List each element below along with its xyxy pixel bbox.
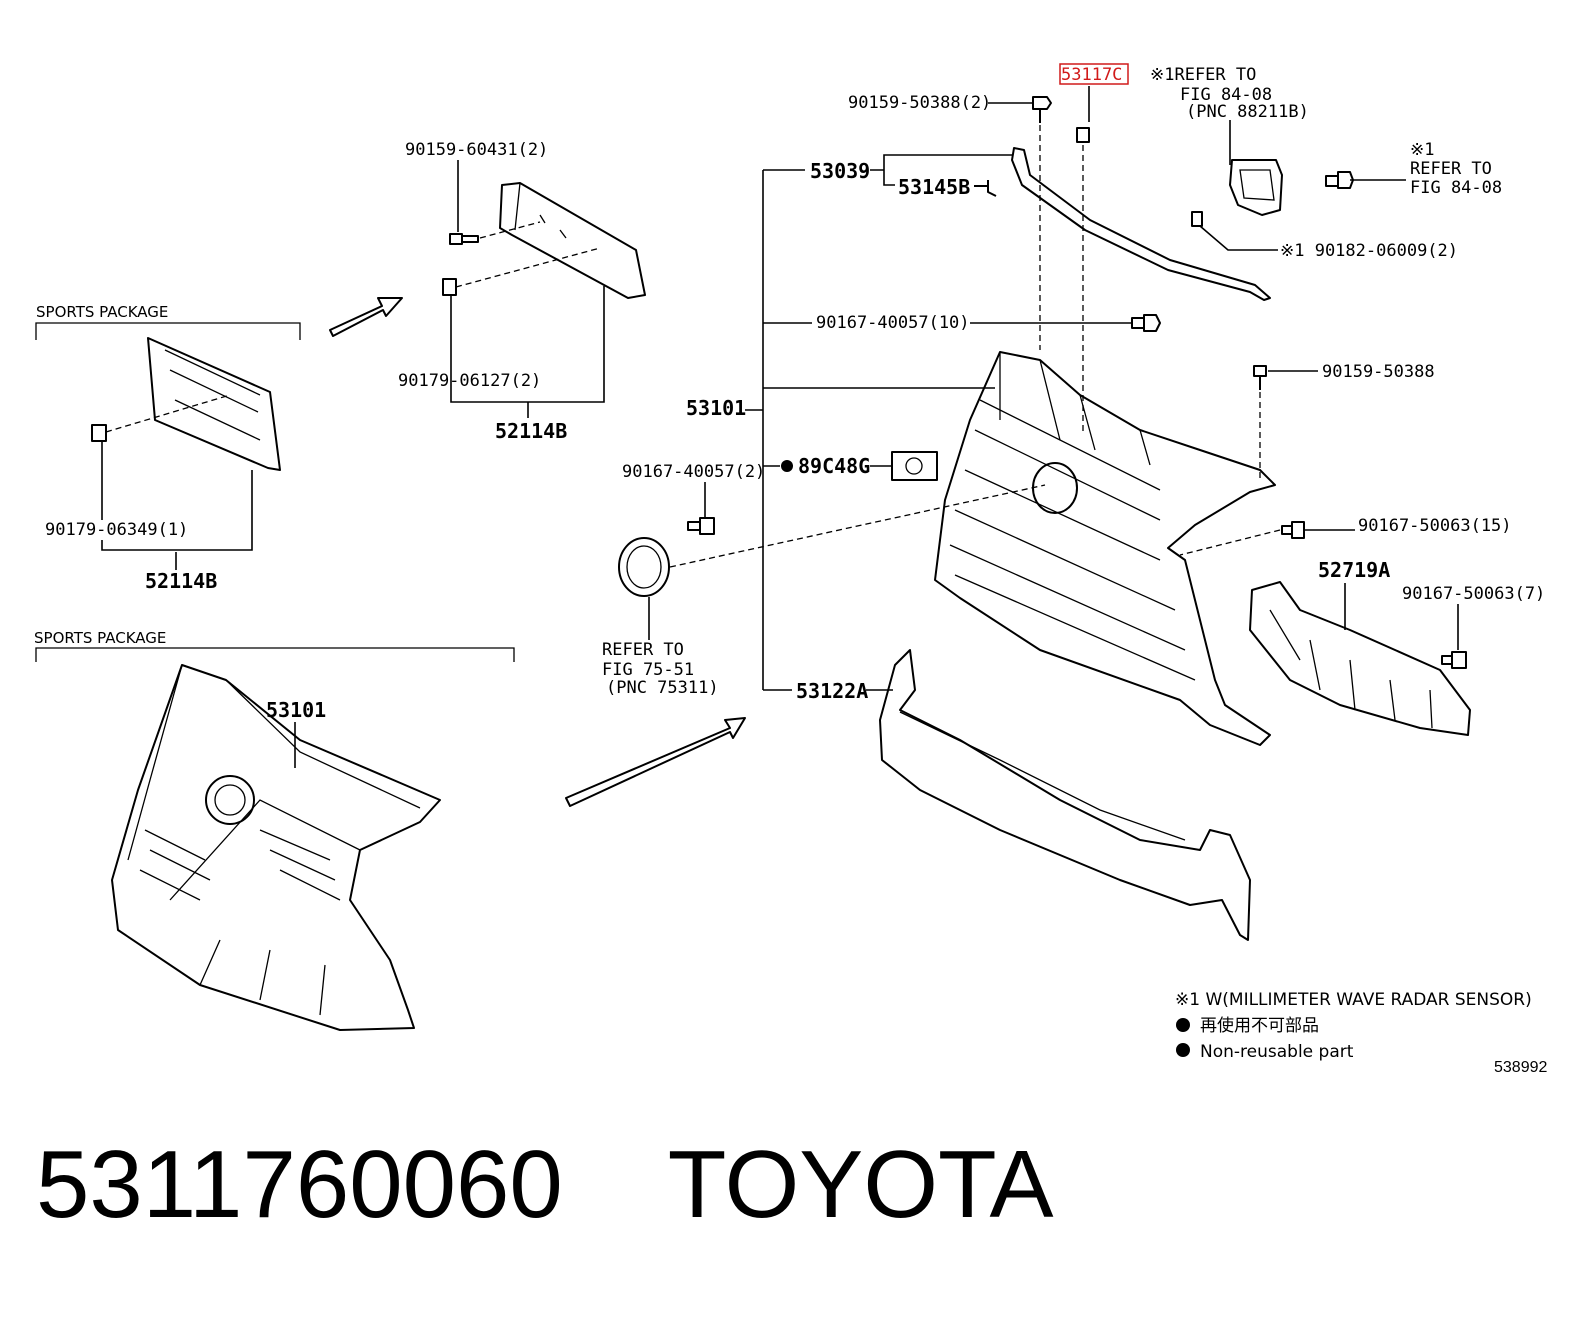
section-bracket xyxy=(35,322,301,340)
screw-icon xyxy=(1281,521,1305,539)
part-label-89C48G: 89C48G xyxy=(798,454,870,478)
screw-icon xyxy=(1441,651,1467,669)
ref-emblem-line3: (PNC 75311) xyxy=(606,678,719,698)
legend-non-reusable-jp: 再使用不可部品 xyxy=(1200,1015,1319,1036)
ref-radar-line3: (PNC 88211B) xyxy=(1186,102,1309,122)
emblem-inner xyxy=(626,545,662,589)
lower-grille-drawing xyxy=(879,649,1251,941)
emblem-inner xyxy=(214,784,246,816)
emblem-drawing xyxy=(205,775,255,825)
leader-line xyxy=(101,470,253,551)
front-grille-drawing xyxy=(934,351,1276,746)
nut-icon xyxy=(1191,211,1203,227)
part-number: 5311760060 xyxy=(36,1131,563,1238)
part-label-90167-40057-10: 90167-40057(10) xyxy=(816,313,970,333)
arrow-icon xyxy=(329,297,403,337)
clip-dashed-line xyxy=(105,394,231,433)
clip-drawing xyxy=(974,180,997,197)
grille-detail xyxy=(127,664,421,1016)
reinforcement-detail xyxy=(1269,609,1433,729)
part-label-90167-40057-2: 90167-40057(2) xyxy=(622,462,765,482)
grille-bars xyxy=(949,399,1196,681)
section-title-sports-package: SPORTS PACKAGE xyxy=(36,303,168,321)
part-label-90159-50388: 90159-50388 xyxy=(1322,362,1435,382)
part-label-53101-main: 53101 xyxy=(686,396,746,420)
ref-emblem-line2: FIG 75-51 xyxy=(602,660,694,680)
part-label-53039: 53039 xyxy=(810,159,870,183)
bolt-dashed-line xyxy=(479,221,541,239)
license-bracket-drawing xyxy=(147,337,281,471)
screw-dashed-line xyxy=(1179,529,1281,556)
part-label-90182-06009: ※1 90182-06009(2) xyxy=(1280,241,1458,261)
diagram-id: 538992 xyxy=(1494,1059,1548,1076)
legend-non-reusable-en: Non-reusable part xyxy=(1200,1042,1354,1062)
ref-radar2-line3: FIG 84-08 xyxy=(1410,178,1502,198)
part-label-90167-50063-15: 90167-50063(15) xyxy=(1358,516,1512,536)
bolt-icon xyxy=(449,233,479,245)
license-bracket-detail xyxy=(164,349,261,441)
bumper-bracket-drawing xyxy=(499,182,646,299)
clip-drawing xyxy=(1076,127,1090,143)
screw-icon xyxy=(687,517,715,535)
ref-radar2-line2: REFER TO xyxy=(1410,159,1492,179)
clip-drawing xyxy=(442,278,457,296)
part-label-90159-50388-2: 90159-50388(2) xyxy=(848,93,991,113)
radar-sensor-detail xyxy=(1239,169,1275,201)
non-reusable-dot-icon xyxy=(781,460,793,472)
clip-drawing xyxy=(91,424,107,442)
footer: 5311760060 TOYOTA xyxy=(36,1130,1134,1240)
reinforcement-drawing xyxy=(1249,581,1471,736)
emblem-drawing xyxy=(618,537,670,597)
part-label-90159-60431: 90159-60431(2) xyxy=(405,140,548,160)
clip-dashed-line xyxy=(455,247,601,288)
legend-dot-icon xyxy=(1176,1018,1190,1032)
tree-branch xyxy=(870,154,1012,186)
grille-bars xyxy=(139,829,341,901)
part-label-53122A: 53122A xyxy=(796,679,868,703)
bracket-detail xyxy=(514,182,567,239)
screw-icon xyxy=(1032,96,1052,123)
part-label-52114B-left: 52114B xyxy=(145,569,217,593)
radar-sensor-drawing xyxy=(1229,159,1283,216)
part-label-53117C: 53117C xyxy=(1061,65,1122,85)
highlight-box xyxy=(1059,63,1129,85)
bolt-icon xyxy=(1325,171,1354,189)
ref-radar2-line1: ※1 xyxy=(1410,140,1434,160)
sensor-bracket-drawing xyxy=(891,451,938,481)
legend-dot-icon xyxy=(1176,1043,1190,1057)
part-label-52719A: 52719A xyxy=(1318,558,1390,582)
part-label-53145B: 53145B xyxy=(898,175,970,199)
grille-emblem-drawing xyxy=(1032,462,1078,514)
moulding-strip-drawing xyxy=(1011,147,1271,301)
ref-radar-line1: ※1REFER TO xyxy=(1150,65,1256,85)
sports-grille-drawing xyxy=(111,664,441,1031)
grille-detail xyxy=(999,352,1151,466)
part-label-53101-left: 53101 xyxy=(266,698,326,722)
ref-radar-line2: FIG 84-08 xyxy=(1180,85,1272,105)
ref-emblem-line1: REFER TO xyxy=(602,640,684,660)
screw-icon xyxy=(1131,314,1161,332)
sensor-bracket-detail xyxy=(905,457,923,475)
section-title-sports-package: SPORTS PACKAGE xyxy=(34,629,166,647)
screw-icon xyxy=(1253,365,1267,390)
arrow-icon xyxy=(565,717,746,807)
lower-grille-detail xyxy=(899,711,1186,841)
brand-name: TOYOTA xyxy=(667,1131,1054,1238)
part-label-90179-06349: 90179-06349(1) xyxy=(45,520,188,540)
section-bracket xyxy=(35,647,515,662)
legend-radar-note: ※1 W(MILLIMETER WAVE RADAR SENSOR) xyxy=(1175,990,1532,1010)
part-label-90167-50063-7: 90167-50063(7) xyxy=(1402,584,1545,604)
part-label-90179-06127: 90179-06127(2) xyxy=(398,371,541,391)
part-label-52114B-top: 52114B xyxy=(495,419,567,443)
emblem-dashed-line xyxy=(669,484,1046,568)
leader-line xyxy=(1199,225,1278,251)
